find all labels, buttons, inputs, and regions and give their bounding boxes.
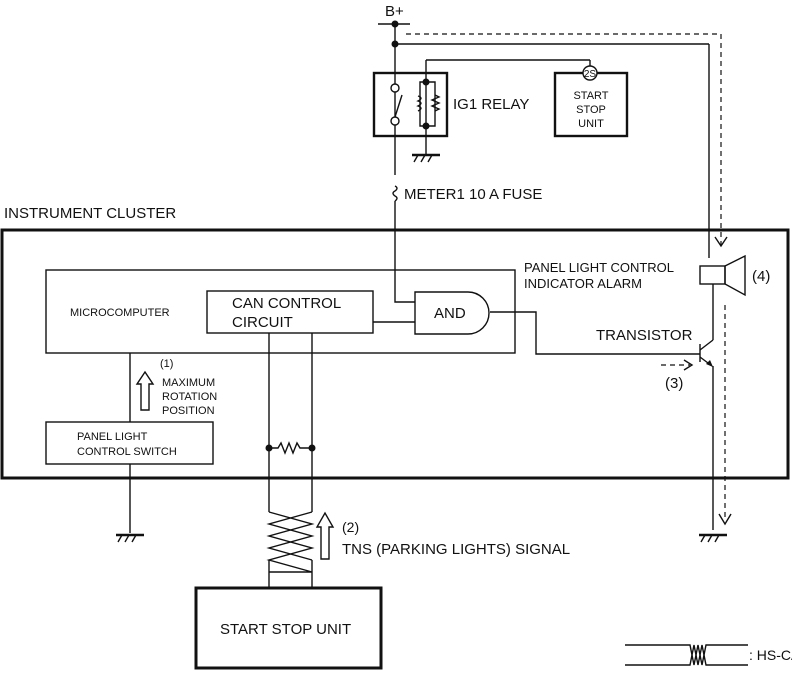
step2-number: (2) (342, 519, 359, 535)
can-control-circuit-box (206, 290, 374, 334)
terminal-2s-label: 2S (584, 69, 597, 80)
step1-label-1: MAXIMUM (162, 377, 215, 389)
alarm-speaker-body (699, 265, 726, 285)
step1-arrow-icon (135, 370, 155, 411)
fuse-icon (392, 185, 398, 202)
step1-number: (1) (160, 358, 173, 370)
switch-label-1: PANEL LIGHT (77, 431, 148, 443)
relay-node-top (422, 78, 430, 86)
speaker-icon (724, 254, 746, 297)
alarm-step-label: (4) (752, 268, 770, 285)
transistor-emitter-arrow (706, 360, 713, 367)
instrument-cluster-box (0, 228, 790, 480)
start-stop-unit-bottom-box (194, 586, 383, 670)
termination-resistor-icon (269, 441, 312, 455)
and-gate (414, 291, 490, 335)
can-circuit-label-2: CIRCUIT (232, 314, 293, 331)
microcomputer-label: MICROCOMPUTER (70, 307, 170, 319)
step2-label: TNS (PARKING LIGHTS) SIGNAL (342, 541, 570, 558)
relay-resistor-icon (430, 94, 441, 112)
ground-icon (699, 533, 727, 543)
and-output-wire (490, 311, 700, 355)
terminal-2s (582, 65, 598, 81)
b-plus-label: B+ (385, 3, 404, 20)
step1-label-2: ROTATION (162, 391, 217, 403)
transistor-step-label: (3) (665, 375, 683, 392)
ground-icon (116, 533, 144, 543)
step1-label-3: POSITION (162, 405, 215, 417)
start-stop-unit-top-label-1: START (573, 90, 608, 102)
and-input-wire-1 (394, 300, 415, 303)
instrument-cluster-label: INSTRUMENT CLUSTER (4, 205, 176, 222)
can-node-left (265, 444, 273, 452)
current-flow-return-arrowhead (718, 513, 732, 526)
relay-switch-arm (394, 94, 403, 118)
hs-can-legend-label: : HS-CAN (749, 647, 792, 663)
current-flow-arrowhead (714, 236, 728, 248)
switch-label-2: CONTROL SWITCH (77, 446, 177, 458)
can-node-right (308, 444, 316, 452)
transistor-collector (699, 339, 714, 351)
can-circuit-label-1: CAN CONTROL (232, 295, 341, 312)
ground-icon (412, 153, 440, 163)
fuse-label: METER1 10 A FUSE (404, 186, 542, 203)
start-stop-unit-top-label-2: STOP (576, 104, 606, 116)
relay-contact-bottom (390, 116, 400, 126)
alarm-label-1: PANEL LIGHT CONTROL (524, 260, 674, 275)
hs-can-legend-icon (625, 644, 748, 666)
relay-node-bottom (422, 122, 430, 130)
transistor-label: TRANSISTOR (596, 327, 693, 344)
relay-contact-top (390, 83, 400, 93)
ig1-relay-box (372, 71, 449, 138)
start-stop-unit-top-label-3: UNIT (578, 118, 604, 130)
relay-coil-icon (416, 95, 422, 112)
alarm-label-2: INDICATOR ALARM (524, 276, 642, 291)
ig1-relay-label: IG1 RELAY (453, 96, 529, 113)
twisted-pair-icon-2 (266, 511, 315, 561)
relay-resistor-frame (426, 81, 436, 127)
step2-arrow-icon (315, 511, 335, 560)
start-stop-unit-bottom-label: START STOP UNIT (220, 621, 351, 638)
and-gate-label: AND (434, 305, 466, 322)
step3-arrowhead (683, 359, 694, 371)
